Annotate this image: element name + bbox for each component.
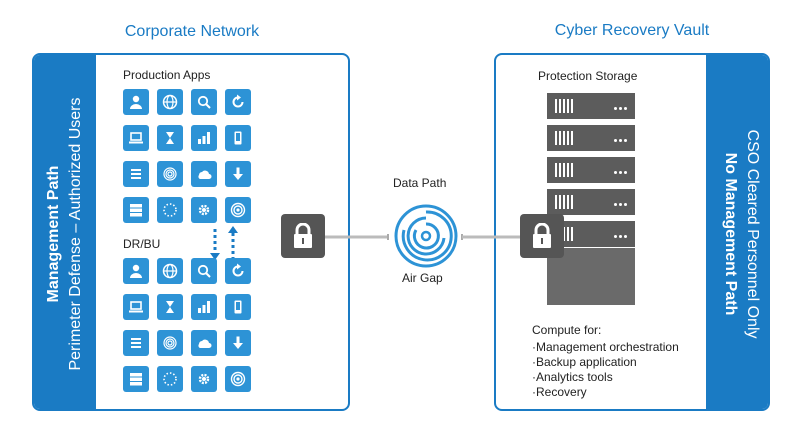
app-tile bbox=[157, 330, 183, 356]
air-gap-icon bbox=[394, 204, 458, 268]
laptop-icon bbox=[129, 132, 143, 144]
fingerprint-icon bbox=[163, 167, 177, 181]
app-tile bbox=[225, 197, 251, 223]
compute-for-label: Compute for: bbox=[532, 323, 602, 337]
corporate-network-heading: Corporate Network bbox=[124, 23, 260, 40]
list-icon bbox=[131, 338, 141, 348]
app-tile bbox=[191, 330, 217, 356]
app-tile bbox=[123, 89, 149, 115]
replication-arrows-icon bbox=[210, 226, 238, 260]
search-icon bbox=[197, 264, 211, 278]
bar-chart-icon bbox=[198, 301, 210, 313]
phone-icon bbox=[234, 131, 242, 145]
target-icon bbox=[230, 202, 246, 218]
management-path-label: Management Path bbox=[45, 165, 62, 303]
cyber-recovery-vault-heading: Cyber Recovery Vault bbox=[554, 22, 710, 39]
compute-item: Recovery bbox=[532, 385, 679, 400]
cloud-sync-icon bbox=[198, 339, 212, 348]
app-tile bbox=[157, 294, 183, 320]
data-path-label: Data Path bbox=[393, 176, 447, 190]
data-path-lines bbox=[320, 234, 530, 240]
app-tile bbox=[157, 89, 183, 115]
server-icon bbox=[130, 204, 142, 217]
app-tile bbox=[157, 197, 183, 223]
dotted-circle-icon bbox=[163, 203, 177, 217]
download-icon bbox=[233, 167, 243, 180]
app-tile bbox=[225, 366, 251, 392]
user-icon bbox=[130, 95, 142, 109]
target-icon bbox=[230, 371, 246, 387]
search-icon bbox=[197, 95, 211, 109]
no-management-path-band bbox=[706, 55, 768, 409]
download-icon bbox=[233, 336, 243, 349]
app-tile bbox=[225, 161, 251, 187]
storage-shelf bbox=[547, 157, 635, 183]
server-icon bbox=[130, 373, 142, 386]
corporate-lock-icon bbox=[281, 214, 325, 258]
globe-icon bbox=[162, 263, 178, 279]
vault-lock-icon bbox=[520, 214, 564, 258]
list-icon bbox=[131, 169, 141, 179]
compute-list: Management orchestration Backup applicat… bbox=[532, 340, 679, 400]
storage-shelf bbox=[547, 125, 635, 151]
app-tile bbox=[225, 89, 251, 115]
app-tile bbox=[225, 330, 251, 356]
perimeter-defense-label: Perimeter Defense – Authorized Users bbox=[67, 97, 84, 371]
phone-icon bbox=[234, 300, 242, 314]
cso-cleared-label: CSO Cleared Personnel Only bbox=[744, 129, 761, 339]
app-tile bbox=[191, 258, 217, 284]
gear-icon bbox=[198, 373, 210, 385]
app-tile bbox=[157, 125, 183, 151]
app-tile bbox=[157, 366, 183, 392]
hourglass-icon bbox=[166, 132, 174, 144]
management-path-band: Management Path Perimeter Defense – Auth… bbox=[34, 55, 96, 409]
compute-item: Backup application bbox=[532, 355, 679, 370]
user-icon bbox=[130, 264, 142, 278]
hourglass-icon bbox=[166, 301, 174, 313]
app-tile bbox=[191, 161, 217, 187]
app-tile bbox=[191, 89, 217, 115]
app-tile bbox=[225, 258, 251, 284]
app-tile bbox=[191, 294, 217, 320]
production-apps-grid bbox=[123, 89, 251, 223]
refresh-icon bbox=[232, 263, 244, 277]
storage-shelf bbox=[547, 189, 635, 215]
app-tile bbox=[157, 161, 183, 187]
app-tile bbox=[191, 197, 217, 223]
globe-icon bbox=[162, 94, 178, 110]
app-tile bbox=[157, 258, 183, 284]
cloud-sync-icon bbox=[198, 170, 212, 179]
no-management-path-label: No Management Path bbox=[722, 152, 739, 316]
gear-icon bbox=[198, 204, 210, 216]
laptop-icon bbox=[129, 301, 143, 313]
app-tile bbox=[225, 294, 251, 320]
compute-item: Management orchestration bbox=[532, 340, 679, 355]
app-tile bbox=[123, 258, 149, 284]
app-tile bbox=[225, 125, 251, 151]
compute-item: Analytics tools bbox=[532, 370, 679, 385]
refresh-icon bbox=[232, 94, 244, 108]
dotted-circle-icon bbox=[163, 372, 177, 386]
fingerprint-icon bbox=[163, 336, 177, 350]
app-tile bbox=[191, 366, 217, 392]
air-gap-label: Air Gap bbox=[402, 271, 443, 285]
protection-storage-label: Protection Storage bbox=[538, 69, 638, 83]
app-tile bbox=[123, 125, 149, 151]
drbu-apps-grid bbox=[123, 258, 251, 392]
app-tile bbox=[191, 125, 217, 151]
drbu-label: DR/BU bbox=[123, 237, 161, 251]
storage-shelf bbox=[547, 93, 635, 119]
app-tile bbox=[123, 161, 149, 187]
app-tile bbox=[123, 294, 149, 320]
production-apps-label: Production Apps bbox=[123, 68, 211, 82]
bar-chart-icon bbox=[198, 132, 210, 144]
app-tile bbox=[123, 366, 149, 392]
app-tile bbox=[123, 330, 149, 356]
app-tile bbox=[123, 197, 149, 223]
